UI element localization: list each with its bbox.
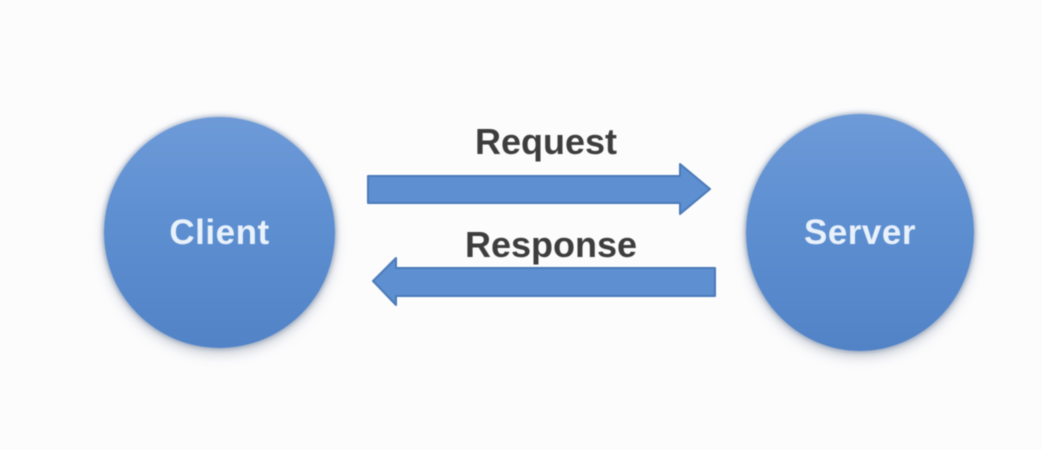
node-client: Client [104, 117, 335, 348]
server-node-label: Server [804, 212, 916, 252]
client-node-label: Client [169, 212, 270, 252]
response-arrow-label: Response [464, 224, 638, 265]
node-server: Server [746, 114, 974, 351]
request-arrow [367, 163, 711, 215]
response-arrow [372, 257, 716, 306]
request-arrow-label: Request [474, 121, 618, 162]
